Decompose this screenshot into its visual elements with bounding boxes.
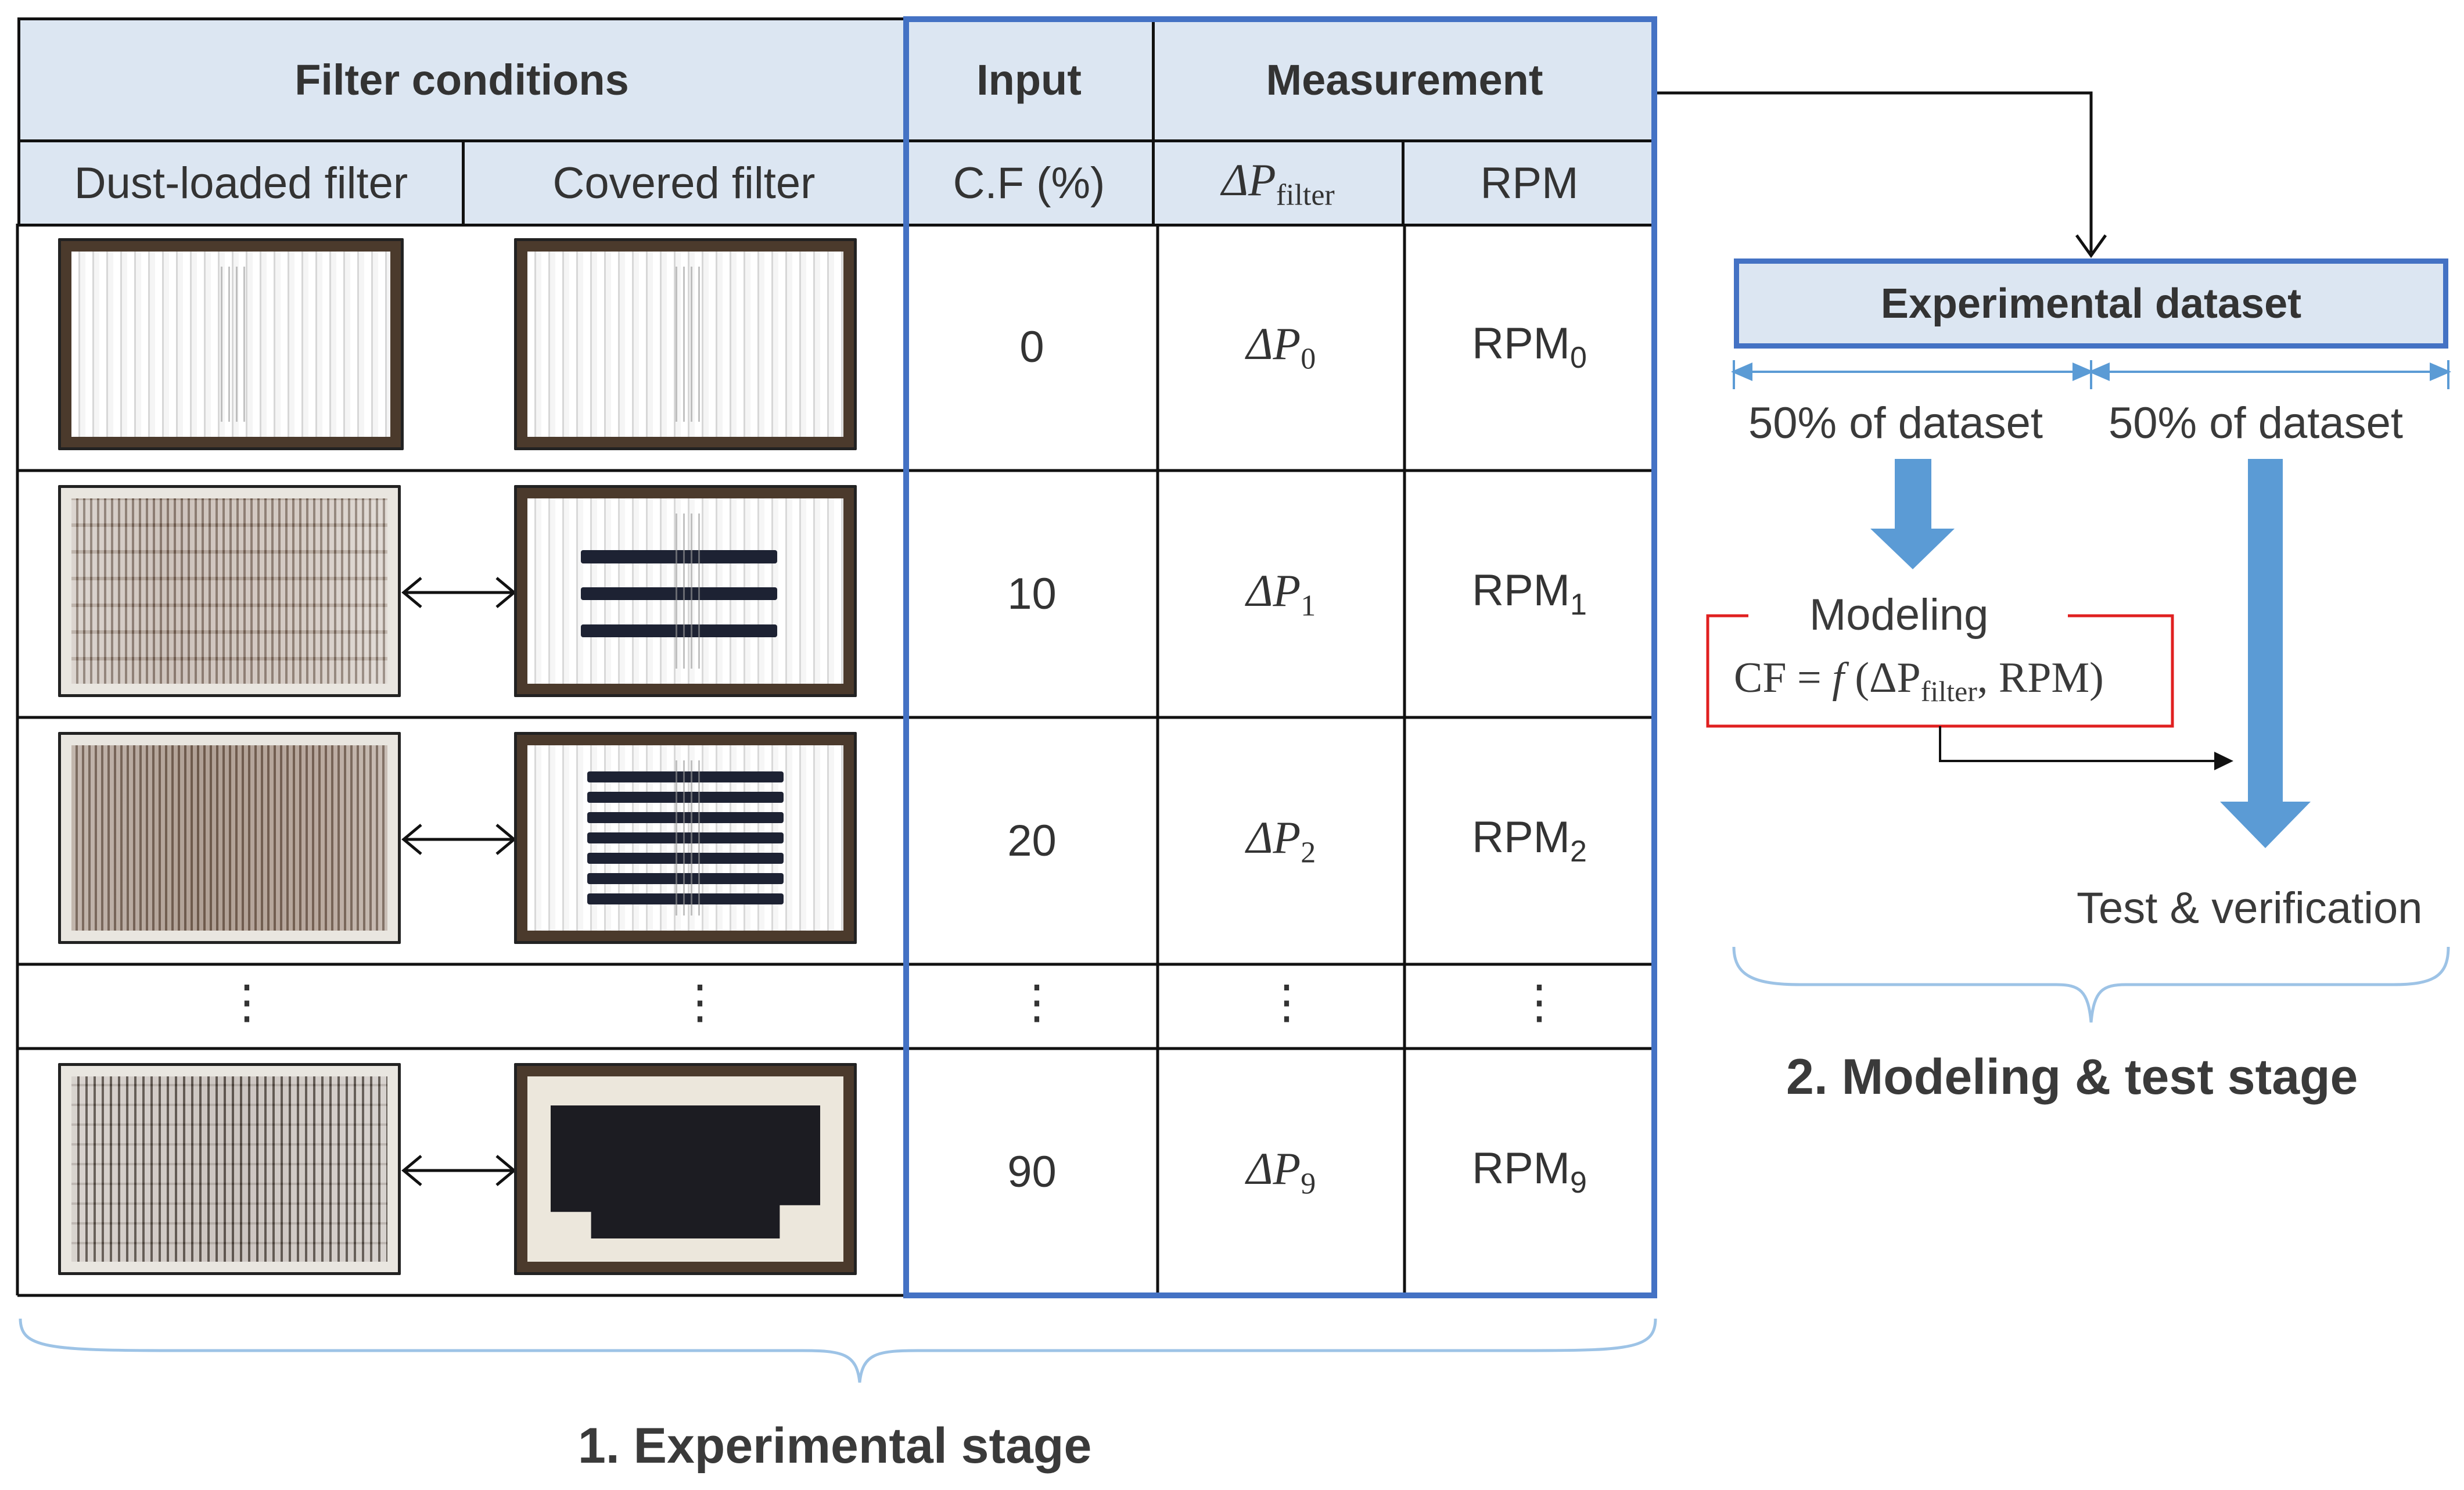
subheader-dust-loaded-text: Dust-loaded filter — [74, 158, 408, 208]
dp-symbol: ΔP — [1246, 565, 1301, 616]
rpm-index: 1 — [1569, 588, 1587, 622]
subheader-covered-text: Covered filter — [552, 158, 816, 208]
dp-value-1: ΔP1 — [1158, 471, 1405, 717]
rpm-value-9: RPM9 — [1405, 1049, 1654, 1295]
rpm-value-0: RPM0 — [1405, 224, 1654, 471]
split-right-label: 50% of dataset — [2109, 398, 2404, 448]
ellipsis-dp: ⋮ — [1263, 976, 1310, 1028]
cf-value-2: 20 — [1007, 816, 1057, 866]
cf-value-0: 0 — [1019, 322, 1044, 372]
test-verification-label: Test & verification — [2077, 884, 2423, 933]
dp-value-2: ΔP2 — [1158, 717, 1405, 964]
brace-stage2 — [1732, 946, 2450, 1023]
subheader-cf-text: C.F (%) — [953, 158, 1105, 208]
photo-covered-9 — [514, 1063, 857, 1275]
subheader-rpm-text: RPM — [1480, 158, 1579, 208]
dp-value-9: ΔP9 — [1158, 1049, 1405, 1295]
split-left-label: 50% of dataset — [1748, 398, 2043, 448]
ellipsis-cf: ⋮ — [1014, 976, 1060, 1028]
rpm-symbol: RPM — [1472, 1144, 1570, 1194]
subheader-covered: Covered filter — [462, 139, 906, 227]
brace-stage1 — [19, 1318, 1657, 1383]
dp-index: 1 — [1301, 589, 1316, 623]
stage1-label: 1. Experimental stage — [578, 1418, 1092, 1474]
rpm-index: 0 — [1569, 341, 1587, 375]
modeling-label: Modeling — [1809, 590, 1989, 640]
dp-index: 2 — [1301, 836, 1316, 870]
rpm-index: 9 — [1569, 1166, 1587, 1200]
subheader-dp-subscript: filter — [1276, 178, 1335, 212]
rpm-value-2: RPM2 — [1405, 717, 1654, 964]
header-filter-conditions-text: Filter conditions — [294, 56, 629, 104]
dataset-box: Experimental dataset — [1734, 258, 2448, 349]
formula-open: (ΔP — [1855, 654, 1921, 702]
model-to-test-arrow — [1939, 726, 2230, 762]
header-filter-conditions: Filter conditions — [17, 17, 906, 142]
dp-symbol: ΔP — [1246, 318, 1301, 369]
arrow-to-modeling — [1870, 459, 1955, 569]
photo-covered-2 — [514, 732, 857, 944]
model-formula: CF = f (ΔPfilter, RPM) — [1734, 654, 2104, 708]
subheader-dp-symbol: ΔP — [1222, 154, 1276, 205]
formula-prefix: CF = — [1734, 654, 1833, 702]
photo-dust-loaded-9 — [58, 1063, 401, 1275]
dataset-title: Experimental dataset — [1880, 280, 2302, 327]
dp-value-0: ΔP0 — [1158, 224, 1405, 471]
header-input-text: Input — [976, 56, 1082, 104]
stage2-label: 2. Modeling & test stage — [1786, 1049, 2358, 1105]
rpm-symbol: RPM — [1472, 319, 1570, 369]
subheader-dust-loaded: Dust-loaded filter — [17, 139, 465, 227]
cf-value-9: 90 — [1007, 1147, 1057, 1197]
formula-f: f — [1832, 654, 1844, 702]
formula-subscript: filter — [1920, 674, 1977, 708]
ellipsis-dust: ⋮ — [224, 976, 270, 1028]
cf-value-1: 10 — [1007, 569, 1057, 619]
dp-index: 0 — [1301, 342, 1316, 376]
dp-index: 9 — [1301, 1167, 1316, 1201]
subheader-dp-filter: ΔPfilter — [1152, 139, 1405, 227]
dp-symbol: ΔP — [1246, 1143, 1301, 1194]
formula-close: , RPM) — [1977, 654, 2104, 702]
connector-arrow — [1657, 91, 2093, 253]
photo-dust-loaded-1 — [58, 485, 401, 697]
rpm-symbol: RPM — [1472, 566, 1570, 616]
photo-covered-0 — [514, 238, 857, 450]
rpm-index: 2 — [1569, 835, 1587, 869]
subheader-rpm: RPM — [1402, 139, 1657, 227]
header-measurement-text: Measurement — [1266, 56, 1543, 104]
ellipsis-covered: ⋮ — [677, 976, 723, 1028]
ellipsis-rpm: ⋮ — [1516, 976, 1563, 1028]
photo-dust-loaded-2 — [58, 732, 401, 944]
full-cover — [551, 1105, 820, 1238]
rpm-value-1: RPM1 — [1405, 471, 1654, 717]
photo-dust-loaded-0 — [58, 238, 404, 450]
dp-symbol: ΔP — [1246, 812, 1301, 863]
header-measurement: Measurement — [1152, 17, 1657, 142]
rpm-symbol: RPM — [1472, 813, 1570, 863]
arrow-to-test — [2220, 459, 2311, 848]
photo-covered-1 — [514, 485, 857, 697]
